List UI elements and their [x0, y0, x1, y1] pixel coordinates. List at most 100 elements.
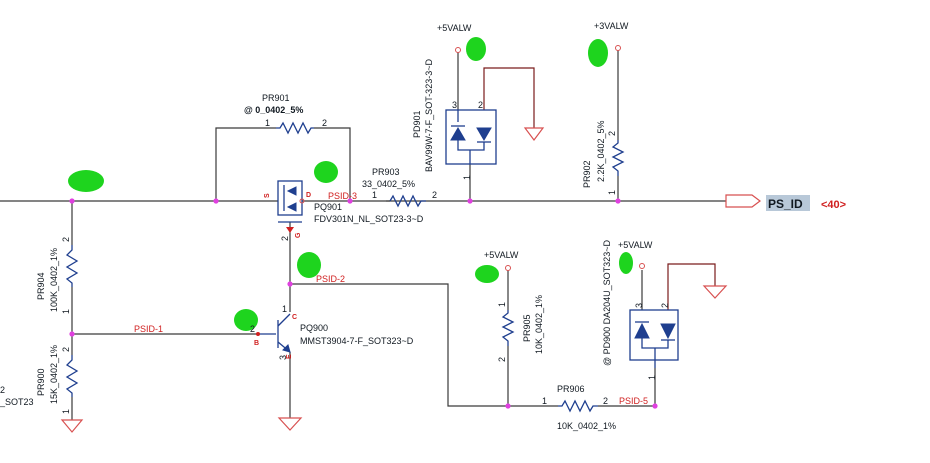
pr900-pin1: 1	[61, 409, 71, 414]
ground-icon	[277, 417, 303, 431]
emitter-arrow	[282, 344, 291, 353]
junction	[652, 403, 658, 409]
wire-pd900-pin2-gnd	[667, 263, 716, 310]
junction	[615, 198, 621, 204]
junction	[505, 403, 511, 409]
pq900-pin3: 3	[278, 355, 288, 360]
wire-pr901-right	[314, 127, 351, 201]
resistor-symbol	[611, 140, 625, 176]
supply-pin	[505, 265, 511, 271]
junction	[69, 331, 75, 337]
pd901-ref: PD901	[412, 110, 422, 138]
pr905-ref: PR905	[522, 314, 532, 342]
pq900-c-pin: C	[292, 314, 297, 321]
connector-name: PS_ID	[768, 197, 803, 211]
mosfet-body	[277, 180, 303, 216]
diode-triangle	[450, 127, 466, 141]
mask	[502, 310, 514, 346]
pd901-pin1: 1	[462, 175, 472, 180]
pr903-ref: PR903	[372, 167, 400, 177]
pr902-rail: +3VALW	[594, 21, 629, 31]
resistor-pr906: PR906 1 2 10K_0402_1%	[542, 384, 616, 431]
pq900-b-pin: B	[254, 340, 259, 347]
diode-link	[457, 140, 485, 151]
pr901-value: @ 0_0402_5%	[244, 105, 303, 115]
collector-lead	[277, 313, 291, 327]
pr904-ref: PR904	[36, 272, 46, 300]
diode-triangle	[660, 323, 676, 340]
wire-psid2	[290, 283, 560, 407]
pq901-g-pin: G	[295, 232, 302, 238]
pin-marker	[256, 332, 260, 336]
edge-fragment: 2	[0, 385, 5, 395]
mask	[612, 140, 624, 176]
pr902-ref: PR902	[582, 160, 592, 188]
test-marker	[234, 309, 258, 331]
test-marker	[68, 170, 104, 192]
pr903-pin1: 1	[372, 190, 377, 200]
test-marker	[314, 161, 338, 183]
pr906-ref: PR906	[557, 384, 585, 394]
supply-pin	[615, 45, 621, 51]
pd900-value: @ PD900 DA204U_SOT323~D	[602, 240, 612, 366]
resistor-pr903: PR903 33_0402_5% 1 2	[362, 167, 437, 208]
pd900-pin2: 2	[660, 303, 670, 308]
pq901-s-pin: S	[264, 193, 271, 198]
test-marker	[466, 37, 486, 61]
edge-fragment: _SOT23	[0, 397, 34, 407]
ground-icon	[702, 285, 728, 299]
pd901-pin3: 3	[452, 100, 457, 110]
net-label-psid5: PSID-5	[619, 396, 648, 406]
supply-pin	[455, 47, 461, 53]
resistor-pr904: 2 1 PR904 100K_0402_1%	[36, 237, 79, 314]
pr906-pin2: 2	[603, 396, 608, 406]
resistor-symbol	[65, 355, 79, 397]
resistor-pr905: +5VALW 1 2 PR905 10K_0402_1%	[484, 250, 544, 362]
connector-highlight	[766, 195, 810, 211]
pin-marker	[299, 198, 305, 204]
diode-triangle	[476, 127, 492, 141]
wires	[0, 50, 726, 420]
pr901-pin1: 1	[265, 118, 270, 128]
pq901-ref: PQ901	[314, 202, 342, 212]
pd900-pin1: 1	[647, 375, 657, 380]
gate-arrow-icon	[286, 227, 294, 233]
pd901-pin2: 2	[478, 100, 483, 110]
net-label-psid3: PSID-3	[328, 191, 357, 201]
pr905-pin2: 2	[497, 357, 507, 362]
pr902-pin2: 2	[607, 131, 617, 136]
diode-pd900: +5VALW 3 2 1 @ PD900 DA204U_SOT323~D	[602, 240, 679, 380]
net-label-psid1: PSID-1	[134, 324, 163, 334]
pr906-pin1: 1	[542, 396, 547, 406]
resistor-pr902: +3VALW 2 1 PR902 2.2K_0402_5%	[582, 21, 629, 195]
pr901-pin2: 2	[322, 118, 327, 128]
pq901-pin2: 2	[280, 236, 290, 241]
pd901-value: BAV99W-7-F_SOT-323-3~D	[424, 59, 434, 172]
connector-ref: <40>	[821, 199, 846, 211]
resistor-symbol	[558, 399, 598, 413]
mosfet-arrow	[286, 186, 297, 196]
pr906-value: 10K_0402_1%	[557, 421, 616, 431]
resistor-symbol	[276, 121, 314, 135]
junction	[213, 198, 219, 204]
junction	[347, 198, 353, 204]
junction	[467, 198, 473, 204]
pr903-pin2: 2	[432, 190, 437, 200]
wire-pd901-pin2-gnd	[483, 67, 535, 128]
resistor-symbol	[389, 194, 426, 208]
wire-pr901-left	[215, 127, 276, 201]
pr905-value: 10K_0402_1%	[534, 295, 544, 354]
junctions	[69, 198, 658, 409]
pq900-e-pin: E	[286, 354, 293, 359]
pr904-pin1: 1	[61, 309, 71, 314]
resistor-pr901: PR901 @ 0_0402_5% 1 2	[244, 93, 327, 135]
pr905-pin1: 1	[497, 302, 507, 307]
supply-pin	[639, 263, 645, 269]
net-label-psid2: PSID-2	[316, 274, 345, 284]
test-markers	[68, 37, 633, 331]
pr900-value: 15K_0402_1%	[49, 345, 59, 404]
resistor-symbol	[65, 245, 79, 287]
pr901-ref: PR901	[262, 93, 290, 103]
pr905-rail: +5VALW	[484, 250, 519, 260]
test-marker	[475, 265, 499, 283]
